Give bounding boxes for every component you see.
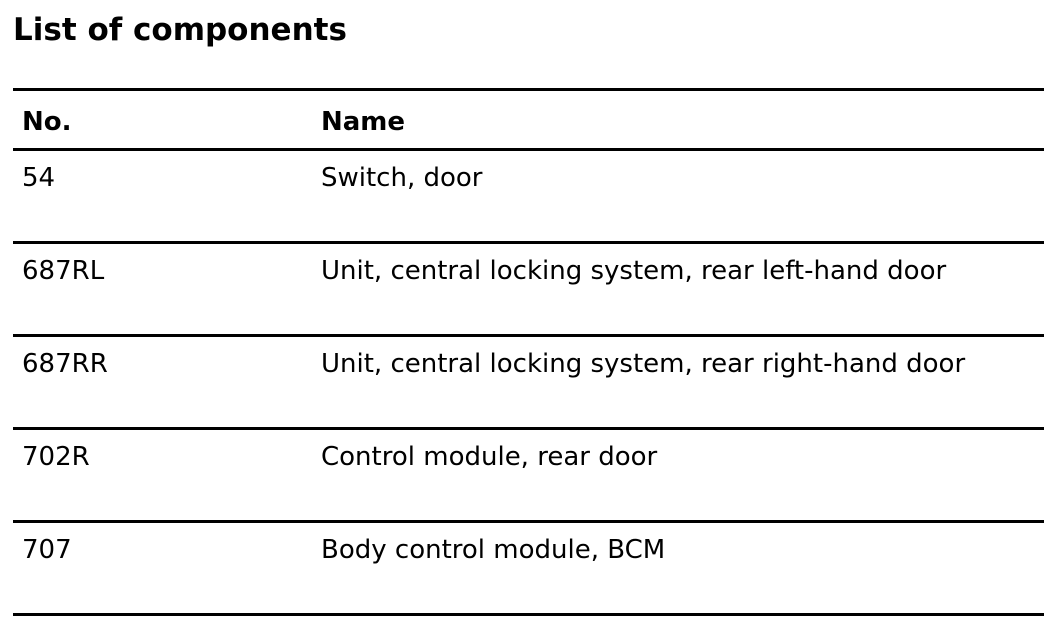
table-row: 687RL Unit, central locking system, rear… <box>13 241 1044 334</box>
table-row: 687RR Unit, central locking system, rear… <box>13 334 1044 427</box>
component-name: Switch, door <box>321 163 483 193</box>
table-row: 702R Control module, rear door <box>13 427 1044 520</box>
column-header-no: No. <box>22 107 72 137</box>
table-row: 707 Body control module, BCM <box>13 520 1044 613</box>
component-name: Unit, central locking system, rear left-… <box>321 256 947 286</box>
component-name: Control module, rear door <box>321 442 658 472</box>
table-header-row: No. Name <box>13 88 1044 148</box>
component-name: Body control module, BCM <box>321 535 666 565</box>
page-title: List of components <box>13 12 347 48</box>
component-number: 687RR <box>22 349 108 379</box>
components-table: No. Name 54 Switch, door 687RL Unit, cen… <box>13 88 1044 616</box>
component-number: 707 <box>22 535 72 565</box>
column-header-name: Name <box>321 107 406 137</box>
component-number: 54 <box>22 163 56 193</box>
component-number: 687RL <box>22 256 105 286</box>
table-bottom-rule <box>13 613 1044 616</box>
component-number: 702R <box>22 442 90 472</box>
table-row: 54 Switch, door <box>13 148 1044 241</box>
component-name: Unit, central locking system, rear right… <box>321 349 966 379</box>
